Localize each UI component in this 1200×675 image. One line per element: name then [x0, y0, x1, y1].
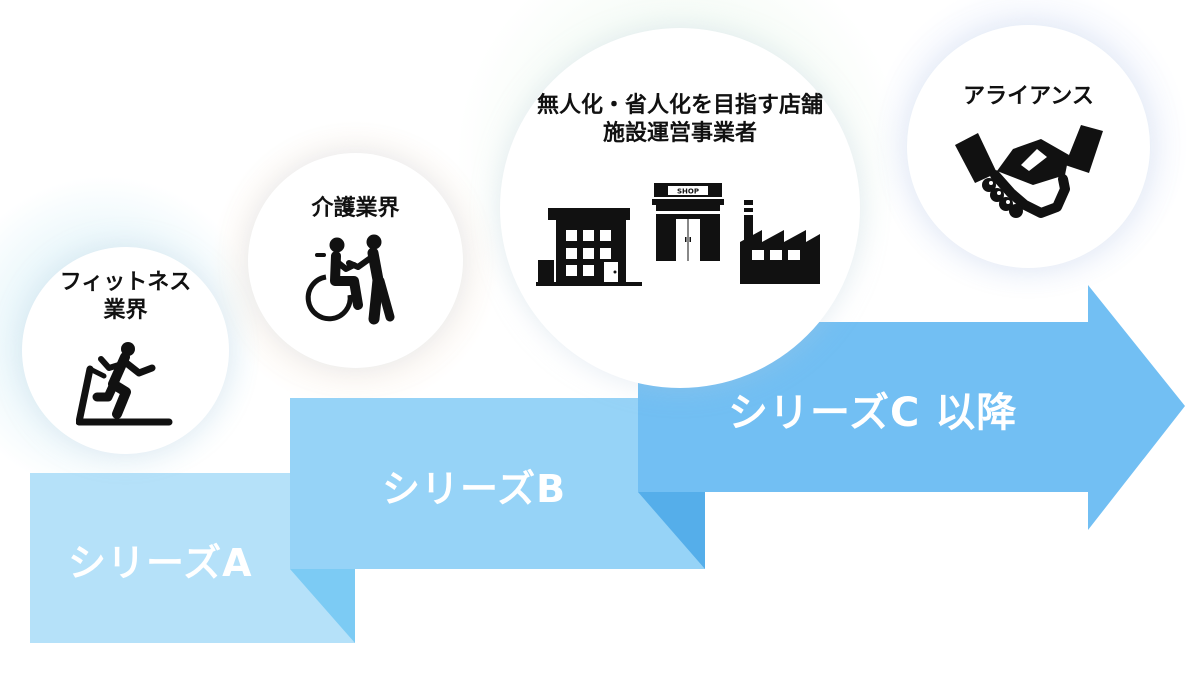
stage-a-label: シリーズA	[68, 541, 253, 585]
stage-a-fold	[290, 569, 355, 643]
fitness-caption-line-1: フィットネス	[59, 270, 192, 295]
stage-c-label: シリーズC 以降	[728, 390, 1018, 436]
unmanned-stores-caption-line-1: 無人化・省人化を目指す店舗	[536, 93, 823, 118]
stage-b-label: シリーズB	[382, 467, 567, 511]
fitness-caption-line-2: 業界	[103, 298, 148, 324]
fitness-caption: フィットネス 業界	[22, 269, 229, 325]
unmanned-stores-caption-line-2: 施設運営事業者	[602, 121, 757, 147]
handshake-icon	[955, 125, 1103, 218]
shop-sign-text: SHOP	[677, 188, 699, 196]
care-circle: 介護業界	[248, 153, 463, 368]
treadmill-runner-icon	[76, 342, 173, 426]
care-caption: 介護業界	[248, 195, 463, 223]
factory-icon	[740, 200, 820, 284]
stage-a-block	[30, 473, 355, 643]
wheelchair-caregiver-icon	[305, 234, 395, 325]
building-icon	[536, 208, 642, 286]
unmanned-stores-circle: 無人化・省人化を目指す店舗 施設運営事業者 SHOP	[500, 28, 860, 388]
shop-icon: SHOP	[652, 183, 724, 261]
alliance-caption: アライアンス	[907, 83, 1150, 111]
alliance-circle: アライアンス	[907, 25, 1150, 268]
alliance-caption-line-1: アライアンス	[963, 84, 1094, 109]
stage-b-block	[290, 398, 705, 569]
unmanned-stores-caption: 無人化・省人化を目指す店舗 施設運営事業者	[500, 92, 860, 148]
stage-b-fold	[638, 492, 705, 569]
care-caption-line-1: 介護業界	[311, 196, 400, 221]
fitness-circle: フィットネス 業界	[22, 247, 229, 454]
